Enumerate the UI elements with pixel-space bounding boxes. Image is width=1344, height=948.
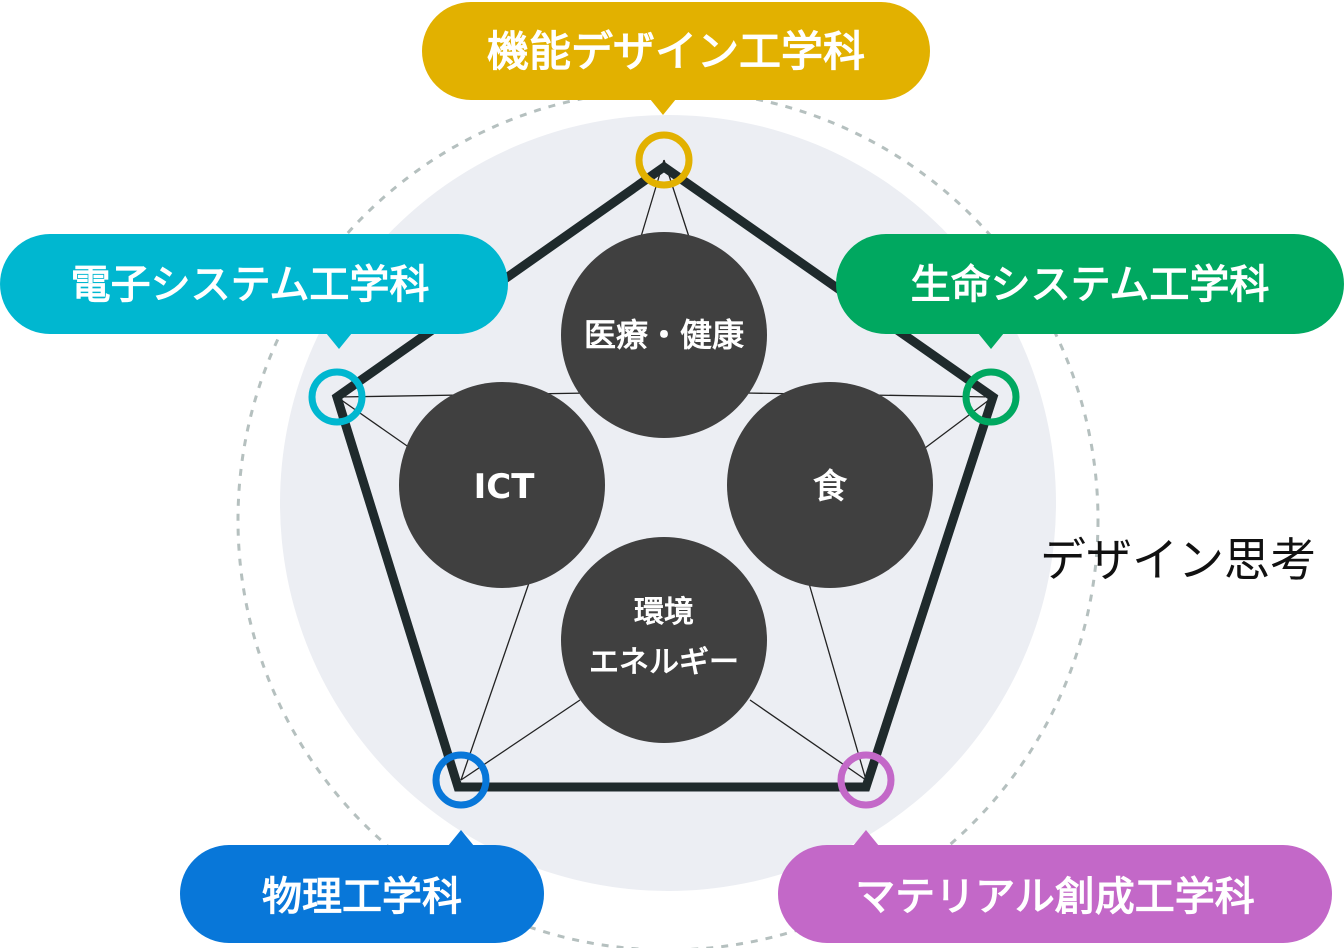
vertex-ring-seimei xyxy=(962,368,1020,426)
dept-butsuri-label: 物理工学科 xyxy=(262,874,462,920)
hub-environment-label-2: エネルギー xyxy=(589,645,739,680)
hub-ict: ICT xyxy=(399,382,605,588)
hub-medical-label: 医療・健康 xyxy=(584,316,745,354)
dept-material-pill: マテリアル創成工学科 xyxy=(778,830,1332,943)
pentagon-outline xyxy=(331,161,999,792)
dept-material-label: マテリアル創成工学科 xyxy=(855,874,1255,920)
vertex-ring-material xyxy=(837,751,895,809)
hub-medical: 医療・健康 xyxy=(561,232,767,438)
dept-denshi-label: 電子システム工学科 xyxy=(71,262,430,308)
hub-environment-label-1: 環境 xyxy=(634,595,694,630)
vertex-ring-butsuri xyxy=(432,751,490,809)
hub-food: 食 xyxy=(727,382,933,588)
hub-food-label: 食 xyxy=(813,467,848,507)
design-thinking-label: デザイン思考 xyxy=(1040,533,1316,587)
vertex-ring-denshi xyxy=(308,368,366,426)
dept-kinou-label: 機能デザイン工学科 xyxy=(487,27,865,76)
vertex-ring-kinou xyxy=(635,131,693,189)
dept-denshi-pill: 電子システム工学科 xyxy=(0,234,508,349)
dept-butsuri-pill: 物理工学科 xyxy=(180,830,544,943)
dept-seimei-label: 生命システム工学科 xyxy=(911,262,1270,308)
hub-environment: 環境 エネルギー xyxy=(561,537,767,743)
hub-ict-label: ICT xyxy=(474,467,536,507)
background-disc xyxy=(280,115,1056,891)
dept-seimei-pill: 生命システム工学科 xyxy=(836,234,1344,349)
dept-kinou-pill: 機能デザイン工学科 xyxy=(422,2,930,115)
